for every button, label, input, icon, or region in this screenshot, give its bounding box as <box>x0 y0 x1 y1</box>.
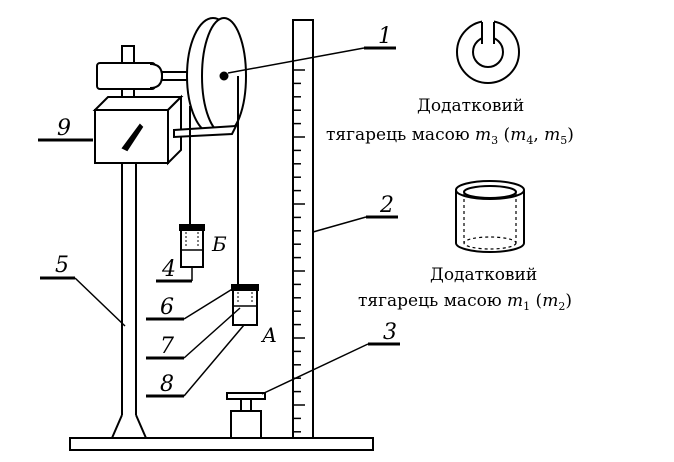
callout-6: 6 <box>160 295 174 320</box>
callout-8: 8 <box>160 372 174 397</box>
load-b <box>179 224 205 268</box>
label-a: А <box>260 323 277 347</box>
brake-arm <box>173 124 238 139</box>
callout-2: 2 <box>379 193 394 218</box>
ring-caption-line1: Додатковий <box>417 96 524 116</box>
strings <box>189 76 239 285</box>
ring-weight-icon <box>456 20 520 84</box>
callout-3: 3 <box>383 320 397 345</box>
callout-1: 1 <box>378 24 392 49</box>
base-plate <box>69 437 374 451</box>
callout-5: 5 <box>55 253 69 278</box>
load-a <box>231 284 259 326</box>
stand-column <box>111 162 147 439</box>
cup-weight-icon <box>455 180 525 253</box>
label-b: Б <box>211 232 227 256</box>
receiving-platform <box>226 392 266 439</box>
callout-9: 9 <box>57 116 71 141</box>
ring-caption-line2: тягарець масою m3 (m4, m5) <box>326 125 574 147</box>
leader-lines <box>38 46 400 398</box>
timer-box <box>92 94 184 166</box>
scale-rod <box>292 19 314 439</box>
callout-7: 7 <box>160 334 174 359</box>
cup-caption-line2: тягарець масою m1 (m2) <box>358 291 572 313</box>
cup-caption-line1: Додатковий <box>430 265 537 285</box>
callout-4: 4 <box>161 257 176 282</box>
pulley <box>186 17 247 135</box>
